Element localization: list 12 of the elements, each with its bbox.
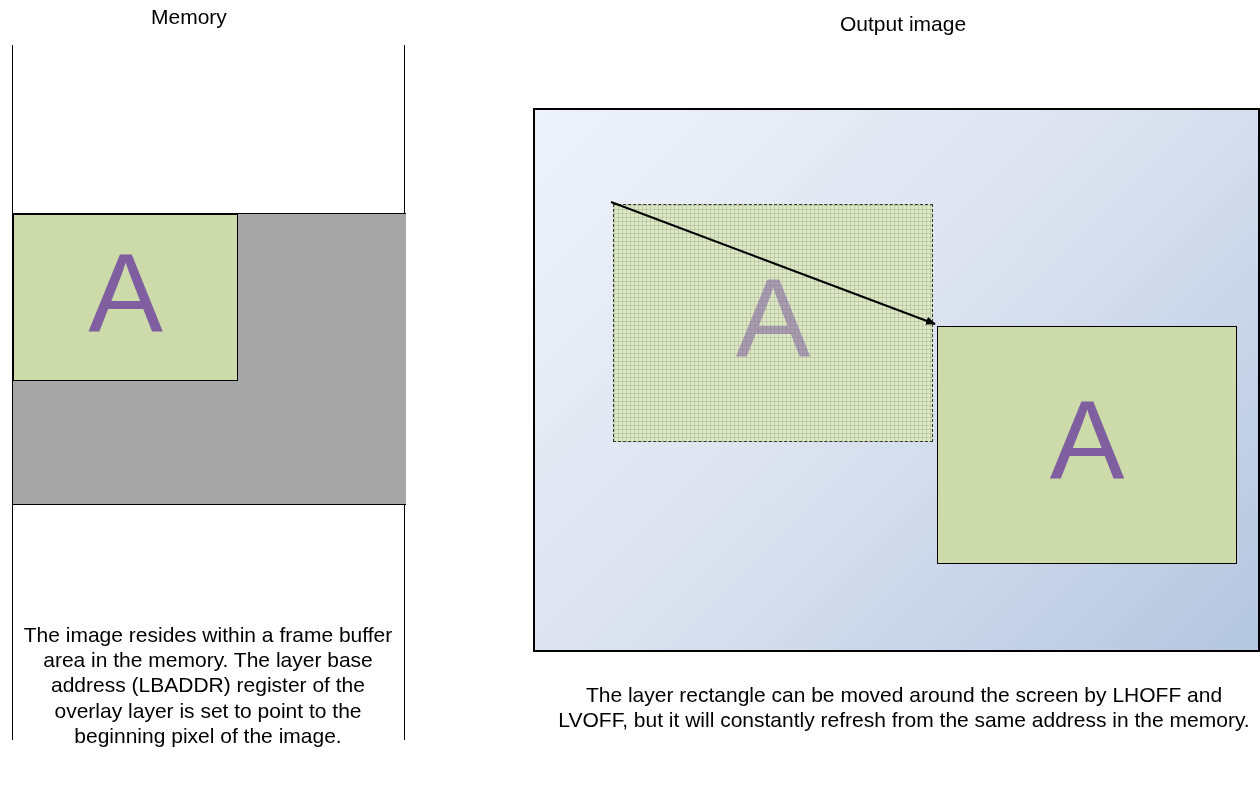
layer-letter: A — [1048, 384, 1126, 496]
layer-rectangle — [13, 214, 238, 381]
previous-layer-position — [613, 204, 933, 442]
arrow — [610, 201, 936, 325]
description-text: The image resides within a frame buffer area in the memory. The layer base address (LBADDR) register of the overlay layer is set to point to the beginning pixel of the image. — [22, 622, 394, 748]
description-text: The layer rectangle can be moved around the screen by LHOFF and LVOFF, but it will constantly refresh from the same address in the memory. — [557, 682, 1251, 733]
heading: Output image — [840, 12, 967, 36]
heading: Memory — [151, 5, 227, 29]
layer-letter: A — [87, 236, 164, 349]
layer-letter: A — [734, 262, 812, 374]
frame-buffer-area — [13, 213, 406, 505]
layer-rectangle — [937, 326, 1237, 564]
